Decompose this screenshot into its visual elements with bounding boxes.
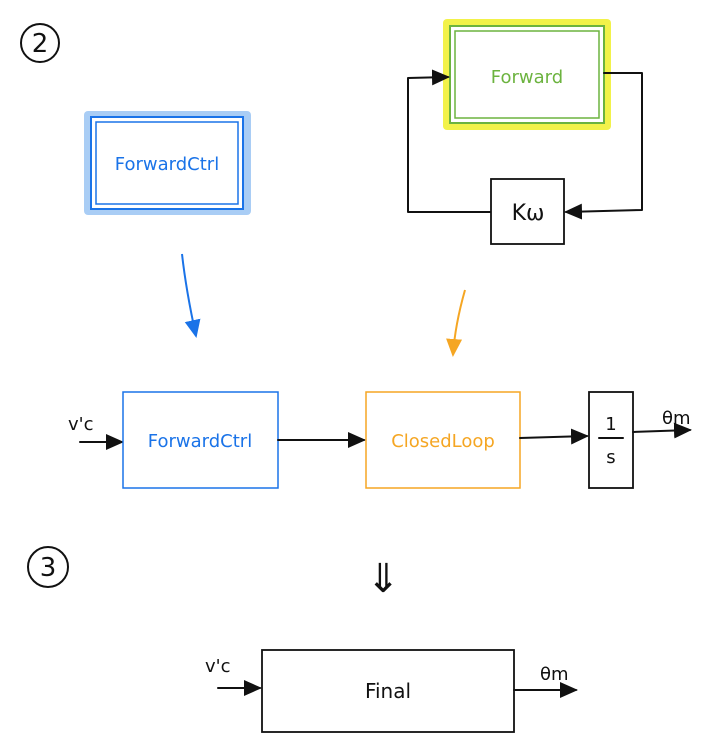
output-arrow [632, 422, 692, 439]
step-3-circle [27, 546, 69, 588]
forward-ctrl-top-inner [95, 121, 239, 205]
final-input-label: v'c [205, 656, 231, 677]
forward-ctrl-block [122, 391, 279, 489]
step-3-marker: 3 [27, 546, 69, 588]
forward-label: Forward [491, 67, 563, 88]
forward-block: Forward [443, 19, 611, 130]
forward-ctrl-top-label: ForwardCtrl [115, 154, 219, 175]
step-2-label: 2 [32, 29, 49, 59]
k-omega-label: Kω [512, 201, 545, 226]
loop-output-path [564, 72, 643, 220]
forward-inner [454, 30, 600, 119]
final-block [261, 649, 515, 733]
closed-loop-block [365, 391, 521, 489]
integrator-denominator: s [606, 447, 615, 468]
integrator-block [588, 391, 634, 489]
orange-arrow [446, 289, 466, 357]
integrator-numerator: 1 [605, 414, 616, 435]
final-chain: v'c Final θm [205, 649, 578, 733]
middle-chain: v'c ForwardCtrl ClosedLoop 1 s θm [68, 391, 692, 489]
final-output-label: θm [540, 664, 569, 685]
k-omega-block [490, 178, 565, 245]
output-signal-label: θm [662, 408, 691, 429]
step-3-label: 3 [40, 553, 57, 583]
loop-feedback-path [407, 69, 492, 213]
blue-arrow [181, 253, 201, 338]
loop-to-integrator-arrow [519, 428, 589, 445]
feedback-loop: Kω [407, 69, 643, 245]
forward-ctrl-top-block: ForwardCtrl [84, 111, 251, 215]
final-label: Final [365, 679, 411, 703]
forward-ctrl-label: ForwardCtrl [148, 431, 252, 452]
input-signal-label: v'c [68, 414, 94, 435]
step-2-circle [20, 23, 60, 63]
closed-loop-label: ClosedLoop [391, 431, 495, 452]
implies-arrow: ⇓ [366, 556, 400, 602]
step-2-marker: 2 [20, 23, 60, 63]
